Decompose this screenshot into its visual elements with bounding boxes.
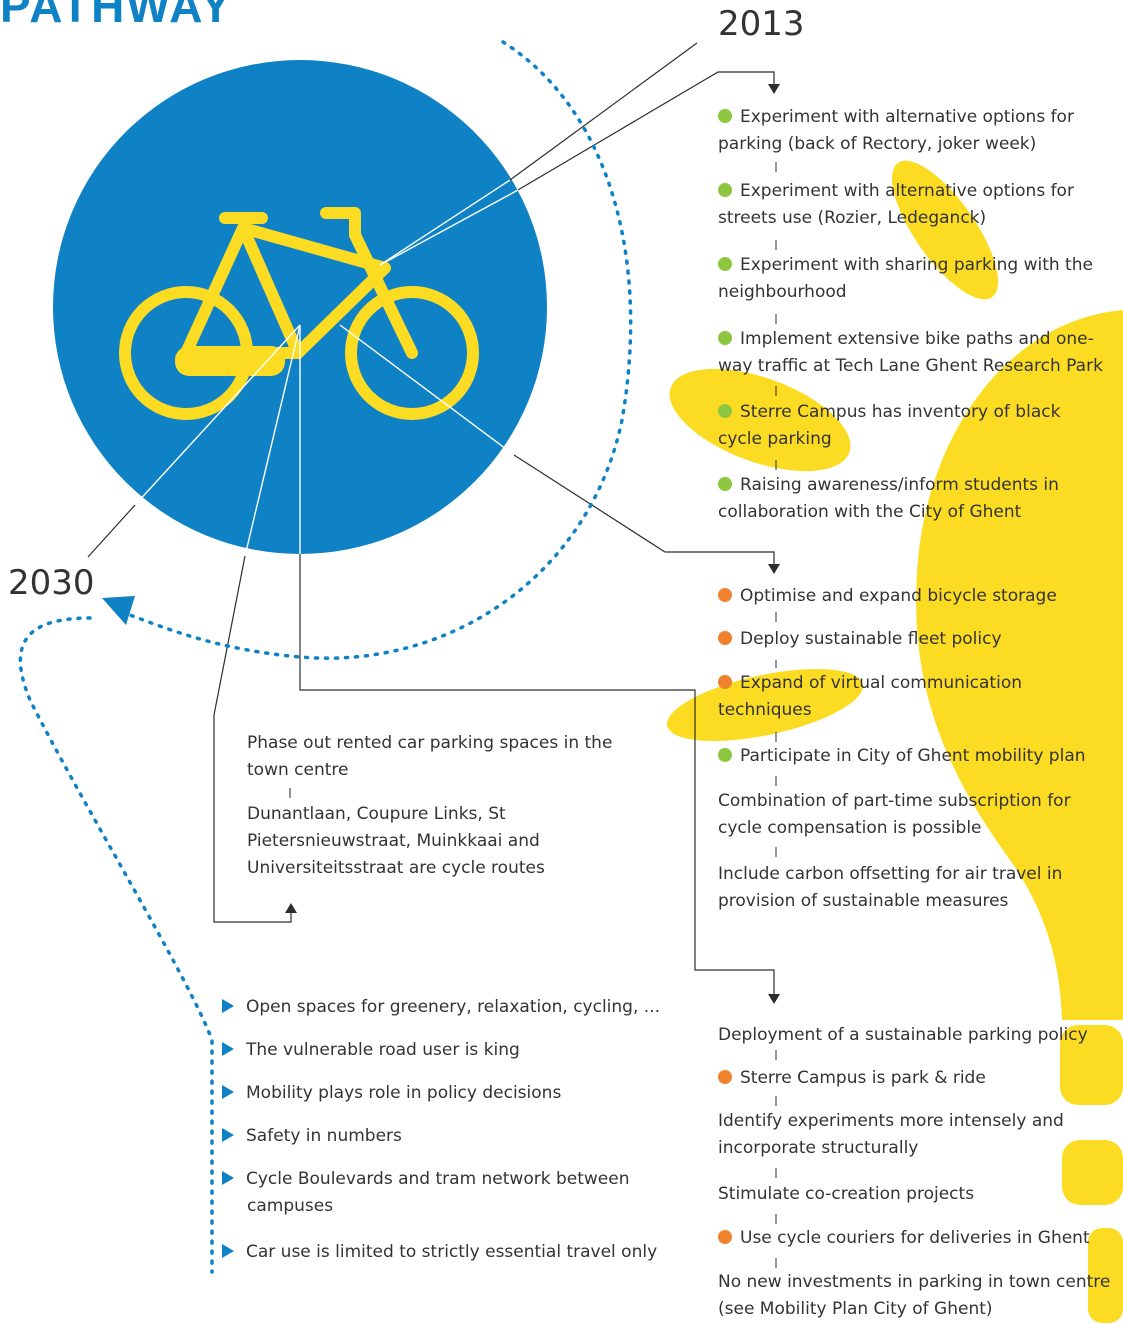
page-title: PATHWAY: [0, 0, 233, 32]
green-bullet-icon: [718, 748, 732, 762]
green-bullet-icon: [718, 183, 732, 197]
green-bullet-icon: [718, 109, 732, 123]
green-bullet-icon: [718, 257, 732, 271]
triangle-bullet-icon: [222, 1042, 234, 1056]
list-item: Open spaces for greenery, relaxation, cy…: [222, 994, 682, 1021]
list-item: The vulnerable road user is king: [222, 1037, 682, 1064]
yellow-brush-2: [669, 368, 851, 472]
orange-bullet-icon: [718, 1070, 732, 1084]
list-item: Participate in City of Ghent mobility pl…: [718, 743, 1108, 770]
arc-arrowhead: [102, 596, 135, 625]
list-item: Optimise and expand bicycle storage: [718, 583, 1098, 610]
list-item: Use cycle couriers for deliveries in Ghe…: [718, 1225, 1108, 1252]
triangle-bullet-icon: [222, 1171, 234, 1185]
triangle-bullet-icon: [222, 1244, 234, 1258]
list-item: Raising awareness/inform students in col…: [718, 475, 1059, 522]
orange-bullet-icon: [718, 588, 732, 602]
list-item: Experiment with sharing parking with the…: [718, 255, 1093, 302]
list-item: Mobility plays role in policy decisions: [222, 1080, 682, 1107]
list-item: Stimulate co-creation projects: [718, 1184, 975, 1204]
list-item: Implement extensive bike paths and one-w…: [718, 329, 1103, 376]
list-item: Dunantlaan, Coupure Links, St Pietersnie…: [247, 804, 545, 878]
triangle-bullet-icon: [222, 1085, 234, 1099]
list-item: Identify experiments more intensely and …: [718, 1111, 1064, 1158]
triangle-bullet-icon: [222, 1128, 234, 1142]
list-item: Sterre Campus has inventory of black cyc…: [718, 402, 1061, 449]
dotted-arc: [128, 40, 633, 660]
list-item: Cycle Boulevards and tram network betwee…: [222, 1166, 667, 1220]
yellow-brush-3: [666, 669, 864, 741]
year-end-label: 2030: [8, 563, 95, 603]
green-bullet-icon: [718, 331, 732, 345]
list-item: Car use is limited to strictly essential…: [222, 1239, 667, 1266]
list-item: Combination of part-time subscription fo…: [718, 791, 1071, 838]
list-item: Safety in numbers: [222, 1123, 682, 1150]
green-bullet-icon: [718, 477, 732, 491]
list-item: Sterre Campus is park & ride: [718, 1065, 1098, 1092]
list-item: Include carbon offsetting for air travel…: [718, 864, 1063, 911]
list-item: Deployment of a sustainable parking poli…: [718, 1025, 1088, 1045]
yellow-band-2: [1062, 1140, 1123, 1205]
triangle-bullet-icon: [222, 999, 234, 1013]
yellow-band-1: [1060, 1025, 1123, 1105]
list-item: No new investments in parking in town ce…: [718, 1272, 1111, 1319]
year-start-label: 2013: [718, 4, 805, 44]
bicycle-circle: [53, 60, 547, 554]
bicycle-chainguard: [175, 346, 285, 376]
orange-bullet-icon: [718, 1230, 732, 1244]
yellow-brush-1: [891, 160, 999, 300]
orange-bullet-icon: [718, 675, 732, 689]
list-item: Experiment with alternative options for …: [718, 107, 1074, 154]
list-item: Deploy sustainable fleet policy: [718, 626, 1098, 653]
dotted-return-line: [18, 616, 214, 1274]
orange-bullet-icon: [718, 631, 732, 645]
yellow-band-3: [1088, 1228, 1123, 1323]
bicycle-icon: [119, 207, 479, 420]
list-item: Expand of virtual communication techniqu…: [718, 673, 1022, 720]
list-item: Phase out rented car parking spaces in t…: [247, 733, 613, 780]
list-item: Experiment with alternative options for …: [718, 181, 1074, 228]
green-bullet-icon: [718, 404, 732, 418]
yellow-background-shape: [916, 310, 1123, 1020]
